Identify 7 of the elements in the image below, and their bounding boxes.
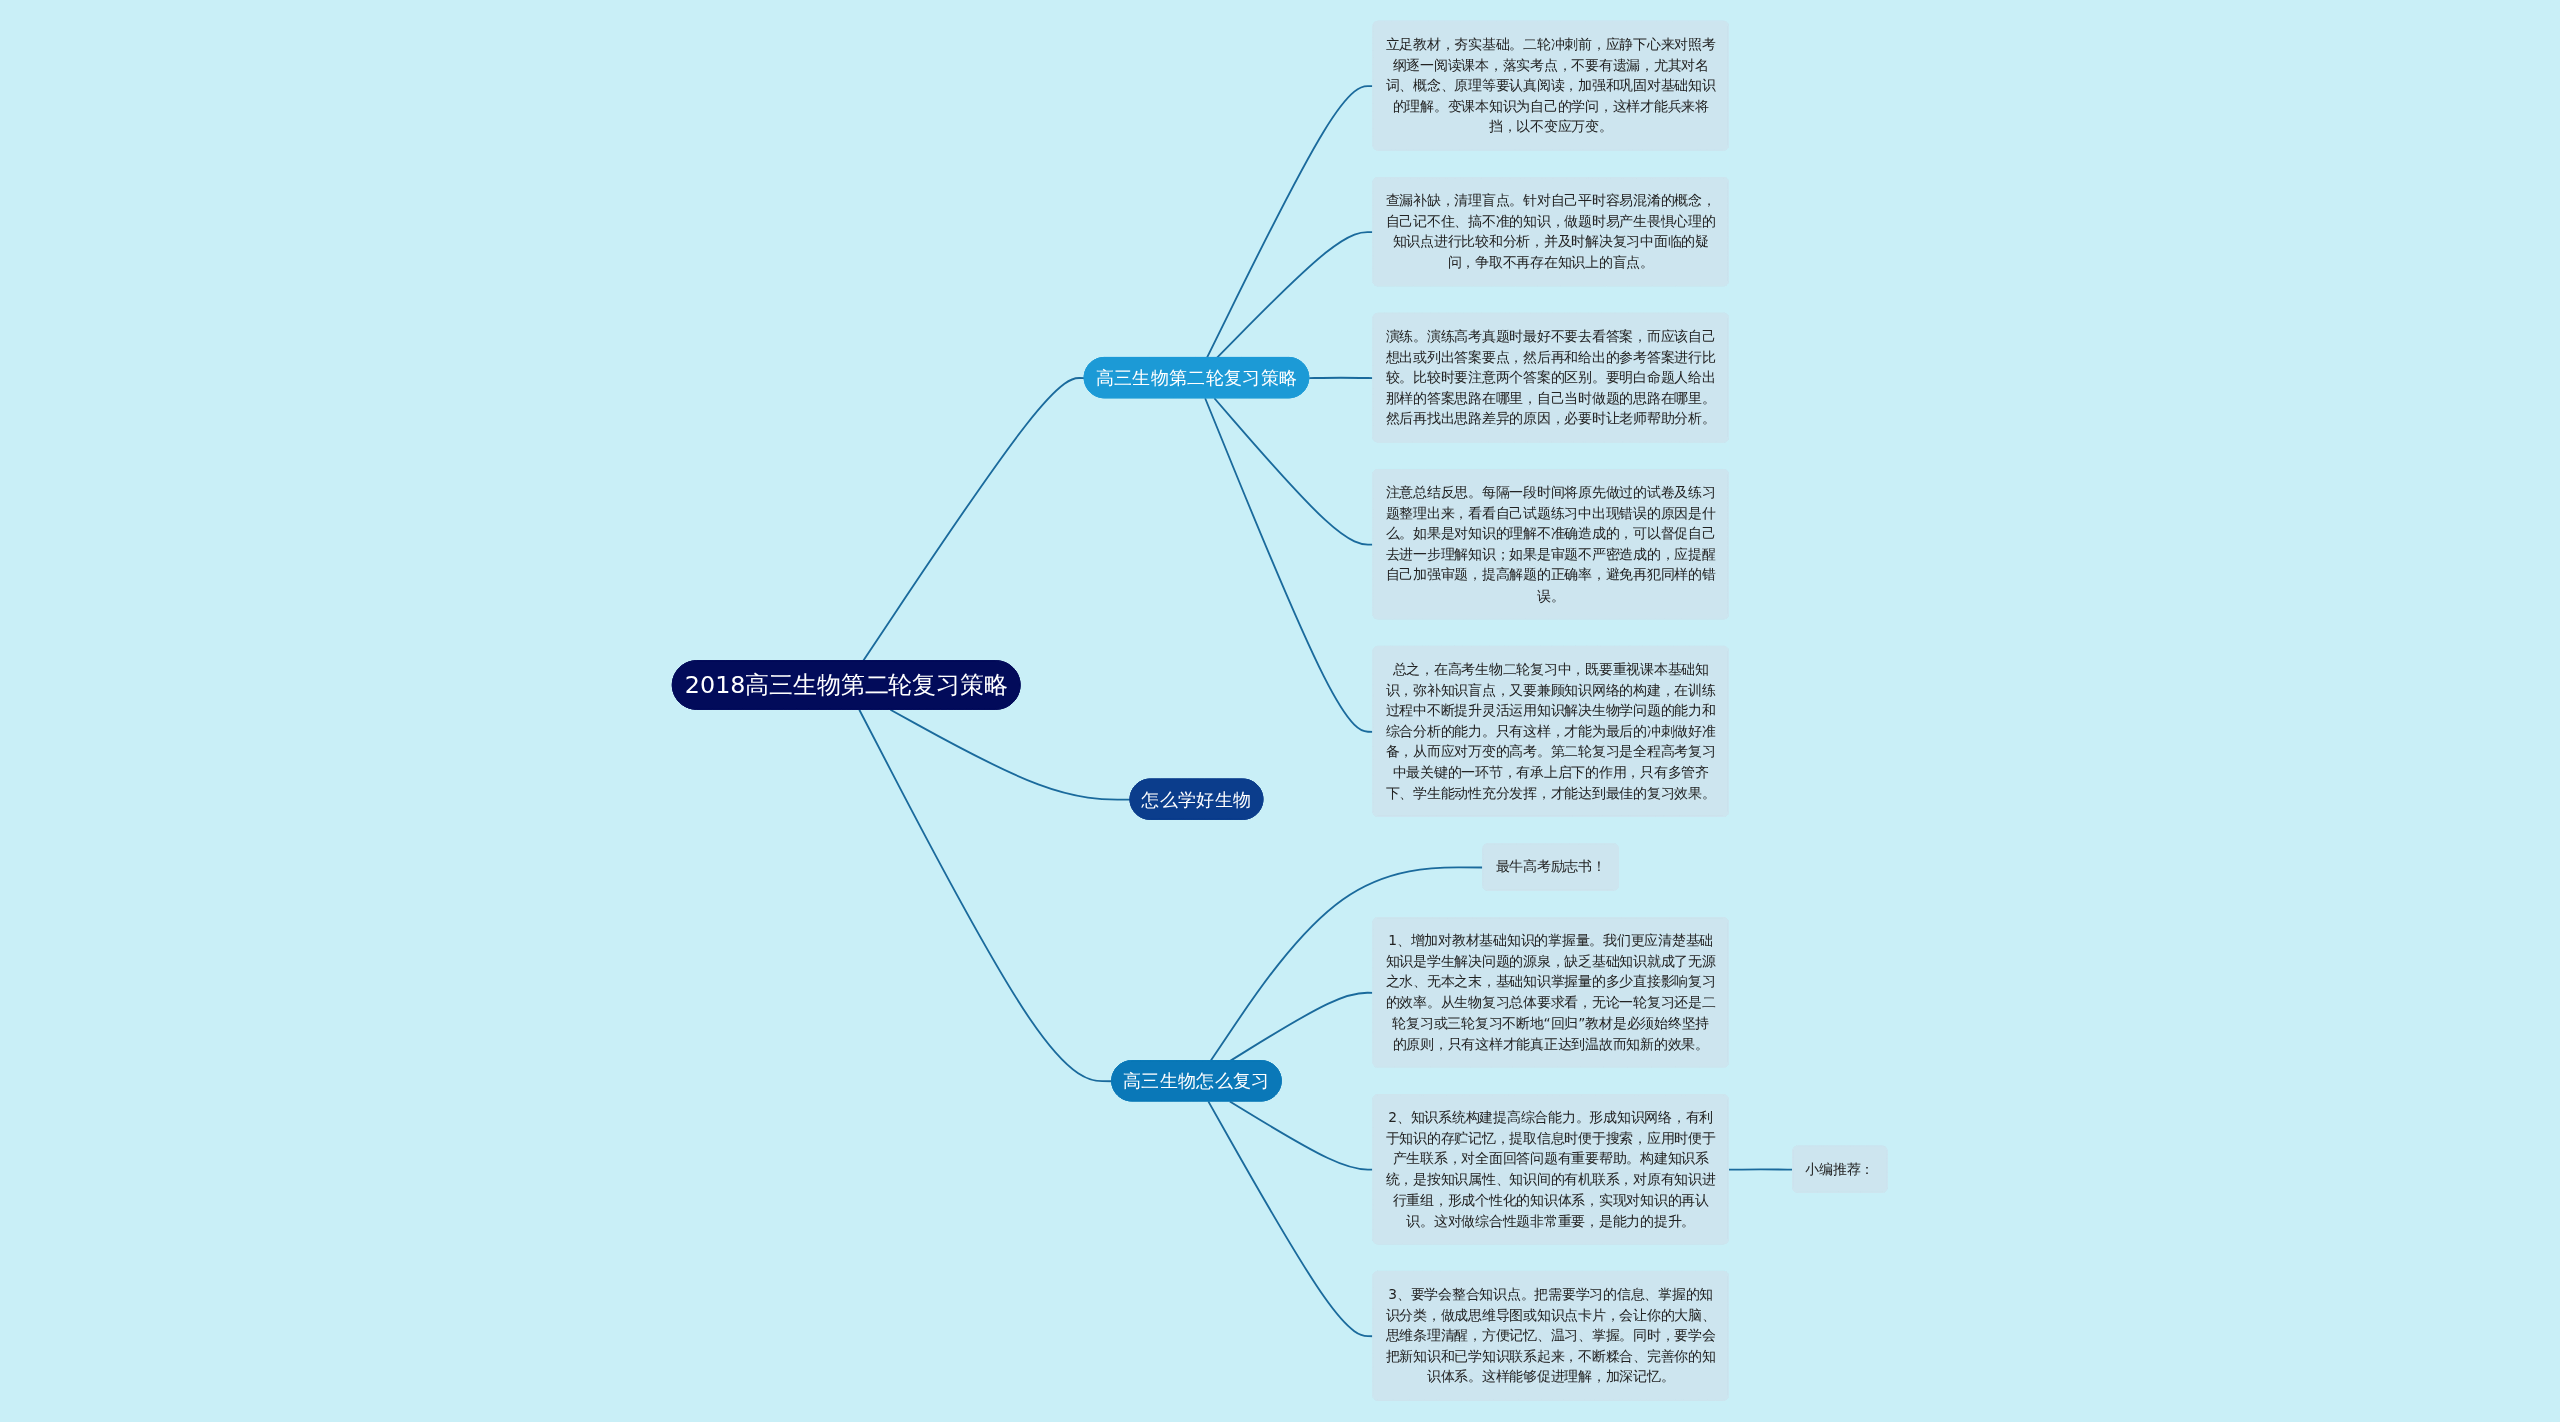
connector (1308, 377, 1375, 380)
connector (889, 709, 1132, 801)
connector (1229, 1100, 1375, 1171)
connector (858, 709, 1114, 1083)
connector (1204, 397, 1375, 733)
connector (1213, 397, 1375, 546)
connector (1207, 1100, 1375, 1338)
